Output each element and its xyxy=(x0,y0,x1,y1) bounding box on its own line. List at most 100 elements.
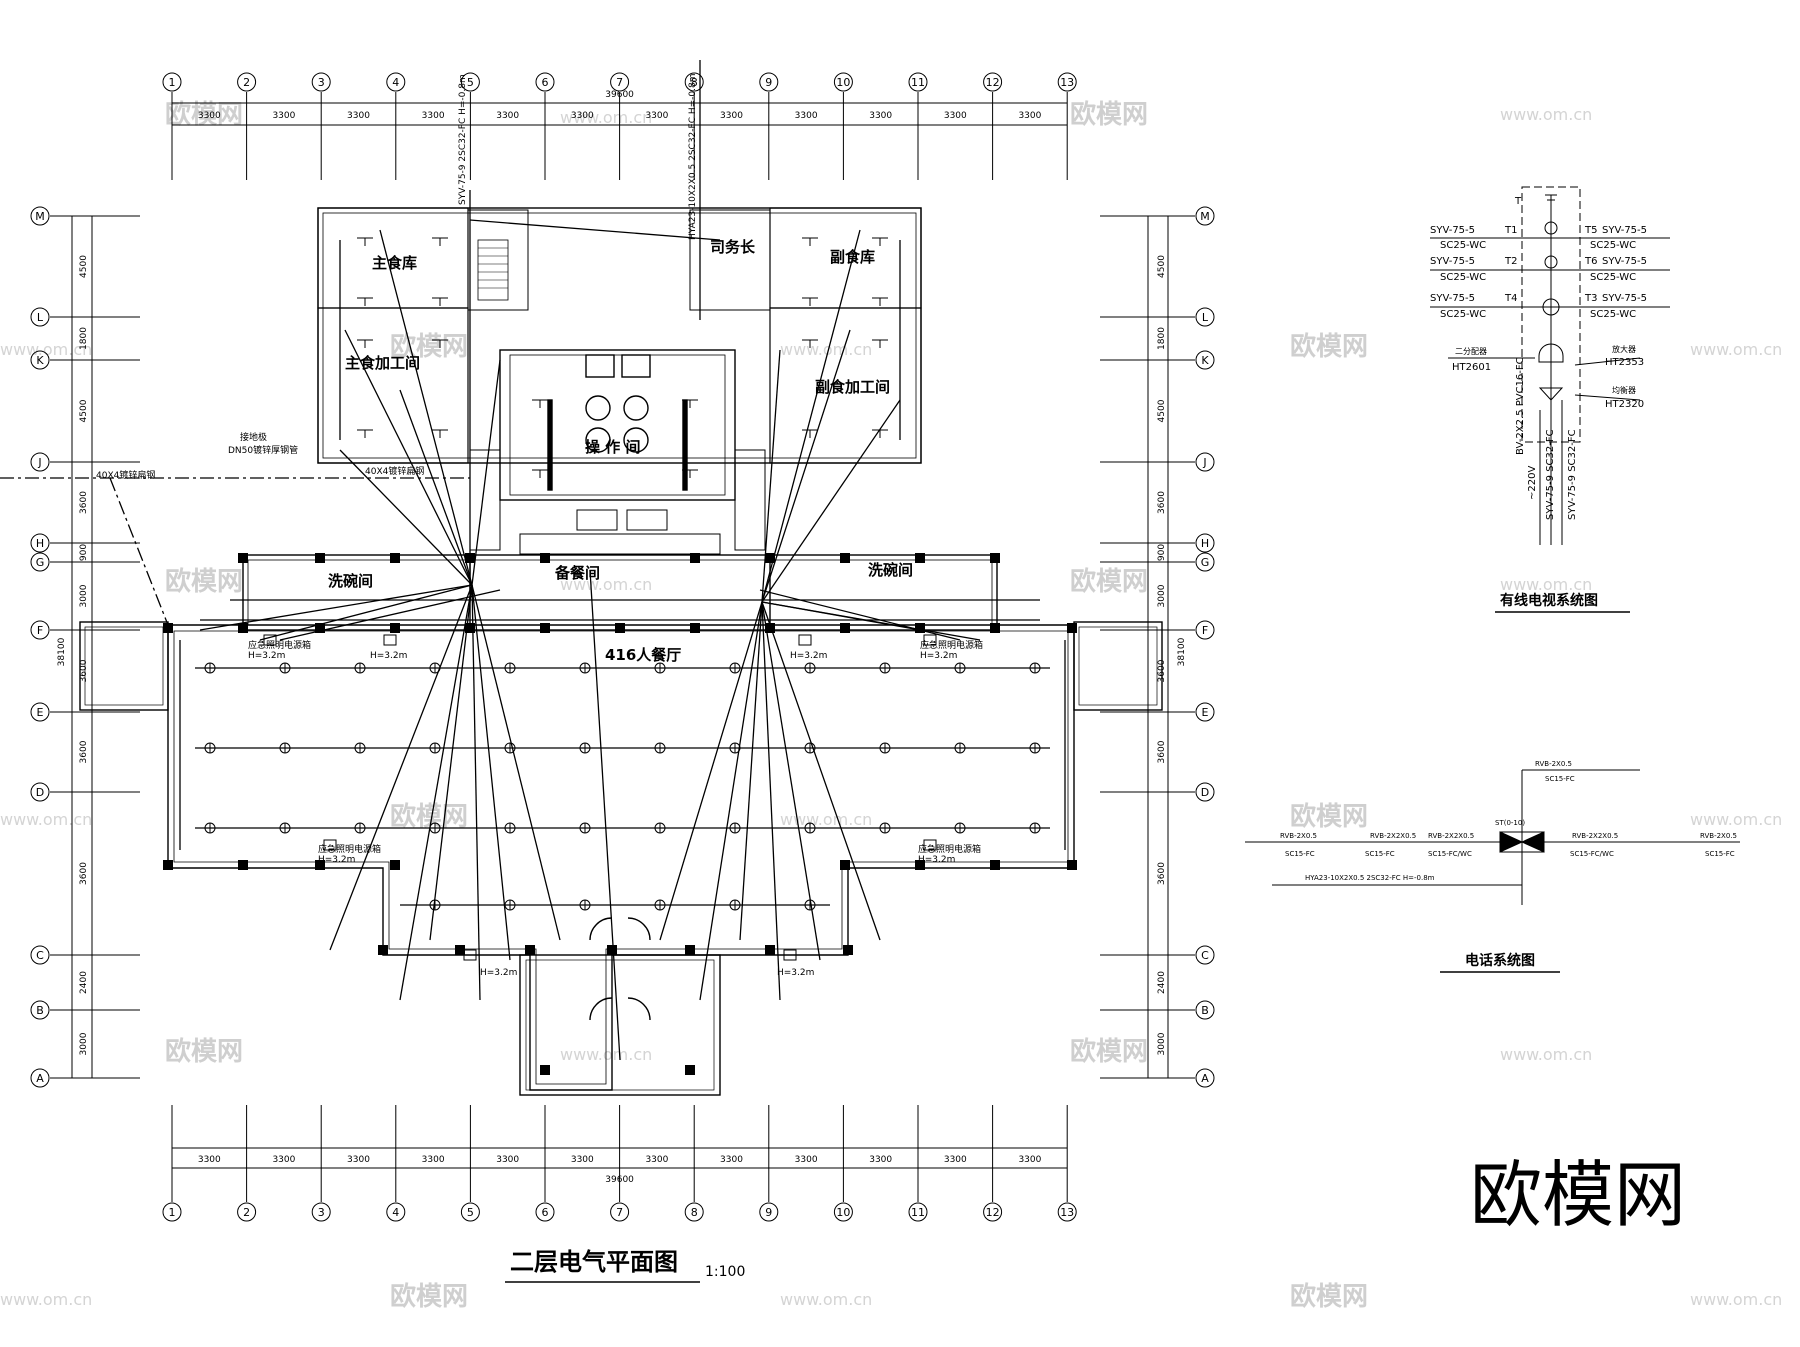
axis-bubble xyxy=(1195,206,1215,226)
dimension-label: 4500 xyxy=(1157,255,1167,278)
axis-label: J xyxy=(1202,456,1206,469)
tv-cable-label: SYV-75-5 xyxy=(1430,256,1475,267)
axis-bubble xyxy=(30,1068,50,1088)
tv-tap-label: T6 xyxy=(1584,256,1597,267)
structural-column xyxy=(615,623,625,633)
vertical-cable-label: SYV-75-9 2SC32-FC H=-0.8m xyxy=(458,74,468,205)
emergency-light-box xyxy=(263,634,277,646)
phone-pipe-label: SC15-FC xyxy=(1285,850,1315,858)
axis-label: 13 xyxy=(1060,1206,1074,1219)
phone-pipe-label: SC15-FC xyxy=(1705,850,1735,858)
room-label-main-process: 主食加工间 xyxy=(345,354,420,372)
watermark-url: www.om.cn xyxy=(0,1290,92,1309)
structural-column xyxy=(1067,860,1077,870)
dimension-label: 3300 xyxy=(272,111,295,121)
axis-bubble xyxy=(1195,552,1215,572)
dimension-label: 3600 xyxy=(79,659,89,682)
axis-bubble xyxy=(684,72,704,92)
axis-bubble xyxy=(1195,782,1215,802)
structural-column xyxy=(915,860,925,870)
axis-bubble xyxy=(30,702,50,722)
dimension-total: 38100 xyxy=(57,637,67,666)
axis-bubble xyxy=(460,72,480,92)
east-stair xyxy=(1073,621,1163,711)
watermark: 欧模网 xyxy=(1290,801,1368,832)
dimension-label: 3000 xyxy=(79,1032,89,1055)
structural-column xyxy=(990,623,1000,633)
wire xyxy=(761,229,861,603)
axis-bubble xyxy=(983,72,1003,92)
drawing-title: 二层电气平面图 xyxy=(510,1248,678,1276)
axis-label: 3 xyxy=(318,76,325,89)
dimension-label: 3300 xyxy=(869,111,892,121)
axis-label: D xyxy=(1201,786,1209,799)
dimension-label: 3300 xyxy=(795,1155,818,1165)
watermark-url: www.om.cn xyxy=(1500,1045,1592,1064)
axis-bubble xyxy=(237,72,257,92)
watermark: 欧模网 xyxy=(1290,1281,1368,1312)
axis-label: 2 xyxy=(243,1206,250,1219)
structural-column xyxy=(685,1065,695,1075)
phone-cable-label: RVB-2X0.5 xyxy=(1700,832,1737,840)
wire xyxy=(399,584,473,1001)
wire xyxy=(471,584,511,961)
dimension-label: 900 xyxy=(1157,544,1167,561)
dimension-label: 1800 xyxy=(1157,327,1167,350)
axis-label: F xyxy=(1202,624,1208,637)
dimension-label: 3600 xyxy=(1157,862,1167,885)
axis-label: A xyxy=(36,1072,44,1085)
dimension-label: 3000 xyxy=(1157,1032,1167,1055)
dimension-label: 3300 xyxy=(1018,111,1041,121)
axis-bubble xyxy=(535,72,555,92)
structural-column xyxy=(690,623,700,633)
watermarks: 欧模网 欧模网 欧模网 欧模网 欧模网 欧模网 欧模网 欧模网 欧模网 欧模网 … xyxy=(0,99,1782,1312)
annotations: 接地极 DN50镀锌厚钢管 40X4镀锌扁钢 40X4镀锌扁钢 SYV-75-9… xyxy=(96,74,983,979)
phone-pipe-label: SC15-FC xyxy=(1545,775,1575,783)
axis-label: F xyxy=(37,624,43,637)
axis-bubble xyxy=(908,1202,928,1222)
room-label-dining-hall: 416人餐厅 xyxy=(605,646,681,664)
watermark: 欧模网 xyxy=(1290,331,1368,362)
dimension-label: 4500 xyxy=(79,399,89,422)
wire xyxy=(761,399,901,603)
phone-trunk-label: HYA23-10X2X0.5 2SC32-FC H=-0.8m xyxy=(1305,874,1435,882)
phone-cable-label: RVB-2X2X0.5 xyxy=(1428,832,1474,840)
axis-bubble xyxy=(30,452,50,472)
axis-label: 2 xyxy=(243,76,250,89)
height-tag: H=3.2m xyxy=(920,651,957,661)
axis-label: G xyxy=(1201,556,1210,569)
axis-bubble xyxy=(30,782,50,802)
structural-column xyxy=(540,623,550,633)
wire xyxy=(659,601,763,941)
west-stair xyxy=(79,621,169,711)
dimension-label: 3000 xyxy=(1157,584,1167,607)
axis-bubble xyxy=(908,72,928,92)
axis-bubble xyxy=(1057,72,1077,92)
room-label-side-storage: 副食库 xyxy=(830,248,875,266)
axis-label: B xyxy=(1201,1004,1209,1017)
emergency-light-box xyxy=(923,634,937,646)
axis-bubble xyxy=(1195,350,1215,370)
axis-bubble xyxy=(386,1202,406,1222)
wire xyxy=(471,359,501,586)
tv-cable-label: SYV-75-5 xyxy=(1602,225,1647,236)
structural-column xyxy=(540,553,550,563)
height-tag: H=3.2m xyxy=(248,651,285,661)
wire xyxy=(739,601,763,941)
tv-feed-label: ~220V xyxy=(1527,466,1538,500)
dimension-label: 3300 xyxy=(944,111,967,121)
room-labels: 主食库 副食库 司务长 主食加工间 副食加工间 操 作 间 备餐间 洗碗间 洗碗… xyxy=(328,238,913,664)
structural-column xyxy=(315,553,325,563)
vertical-cable-label: HYA23-10X2X0.5 2SC32-FC H=-0.8m xyxy=(688,74,698,241)
watermark-url: www.om.cn xyxy=(780,340,872,359)
tv-pipe-label: SC25-WC xyxy=(1590,240,1636,251)
emergency-box-label: 应急照明电源箱 xyxy=(918,843,981,855)
tv-pipe-label: SC25-WC xyxy=(1440,309,1486,320)
room-label-driver: 司务长 xyxy=(710,238,756,256)
height-tag: H=3.2m xyxy=(480,968,517,978)
wire xyxy=(761,349,781,603)
steel-flat-label: 40X4镀锌扁钢 xyxy=(96,469,155,481)
axis-label: C xyxy=(1201,949,1209,962)
axis-label: 5 xyxy=(467,76,474,89)
ground-label: 接地极 xyxy=(240,431,267,443)
